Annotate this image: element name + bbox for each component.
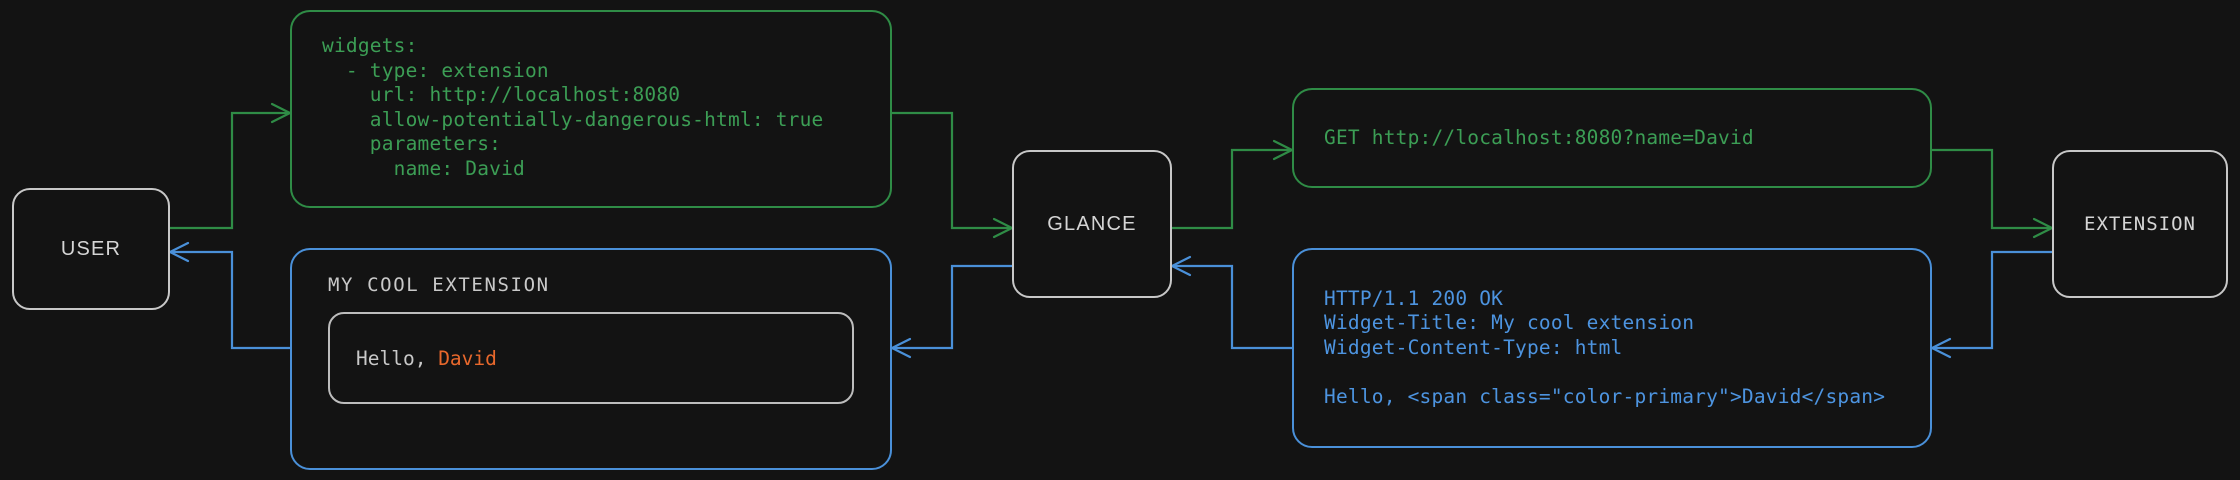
node-extension[interactable]: EXTENSION xyxy=(2052,150,2228,298)
flow-request-to-extension xyxy=(1932,148,2055,239)
node-user-label: USER xyxy=(60,237,122,260)
widget-card[interactable]: Hello, David xyxy=(328,312,854,404)
message-rendered-widget[interactable]: MY COOL EXTENSION Hello, David xyxy=(290,248,892,470)
message-http-response[interactable]: HTTP/1.1 200 OK Widget-Title: My cool ex… xyxy=(1292,248,1932,448)
config-yaml-text: widgets: - type: extension url: http://l… xyxy=(322,34,824,180)
http-response-text: HTTP/1.1 200 OK Widget-Title: My cool ex… xyxy=(1324,286,1886,408)
http-request-text: GET http://localhost:8080?name=David xyxy=(1324,125,1754,149)
flow-glance-to-request xyxy=(1172,139,1295,230)
node-user[interactable]: USER xyxy=(12,188,170,310)
flow-config-to-glance xyxy=(892,111,1015,239)
node-glance[interactable]: GLANCE xyxy=(1012,150,1172,298)
message-http-request[interactable]: GET http://localhost:8080?name=David xyxy=(1292,88,1932,188)
node-extension-label: EXTENSION xyxy=(2084,213,2196,235)
flow-user-to-config xyxy=(170,102,293,230)
flow-response-to-glance xyxy=(1169,255,1292,350)
flow-extension-to-response xyxy=(1929,250,2052,359)
message-config-yaml[interactable]: widgets: - type: extension url: http://l… xyxy=(290,10,892,208)
widget-body: Hello, David xyxy=(356,347,497,370)
flow-widget-to-user xyxy=(167,241,290,350)
widget-title: MY COOL EXTENSION xyxy=(328,274,550,296)
widget-body-prefix: Hello, xyxy=(356,346,439,370)
flow-glance-to-widget xyxy=(889,264,1012,359)
node-glance-label: GLANCE xyxy=(1047,212,1137,235)
widget-body-accent: David xyxy=(438,346,497,370)
